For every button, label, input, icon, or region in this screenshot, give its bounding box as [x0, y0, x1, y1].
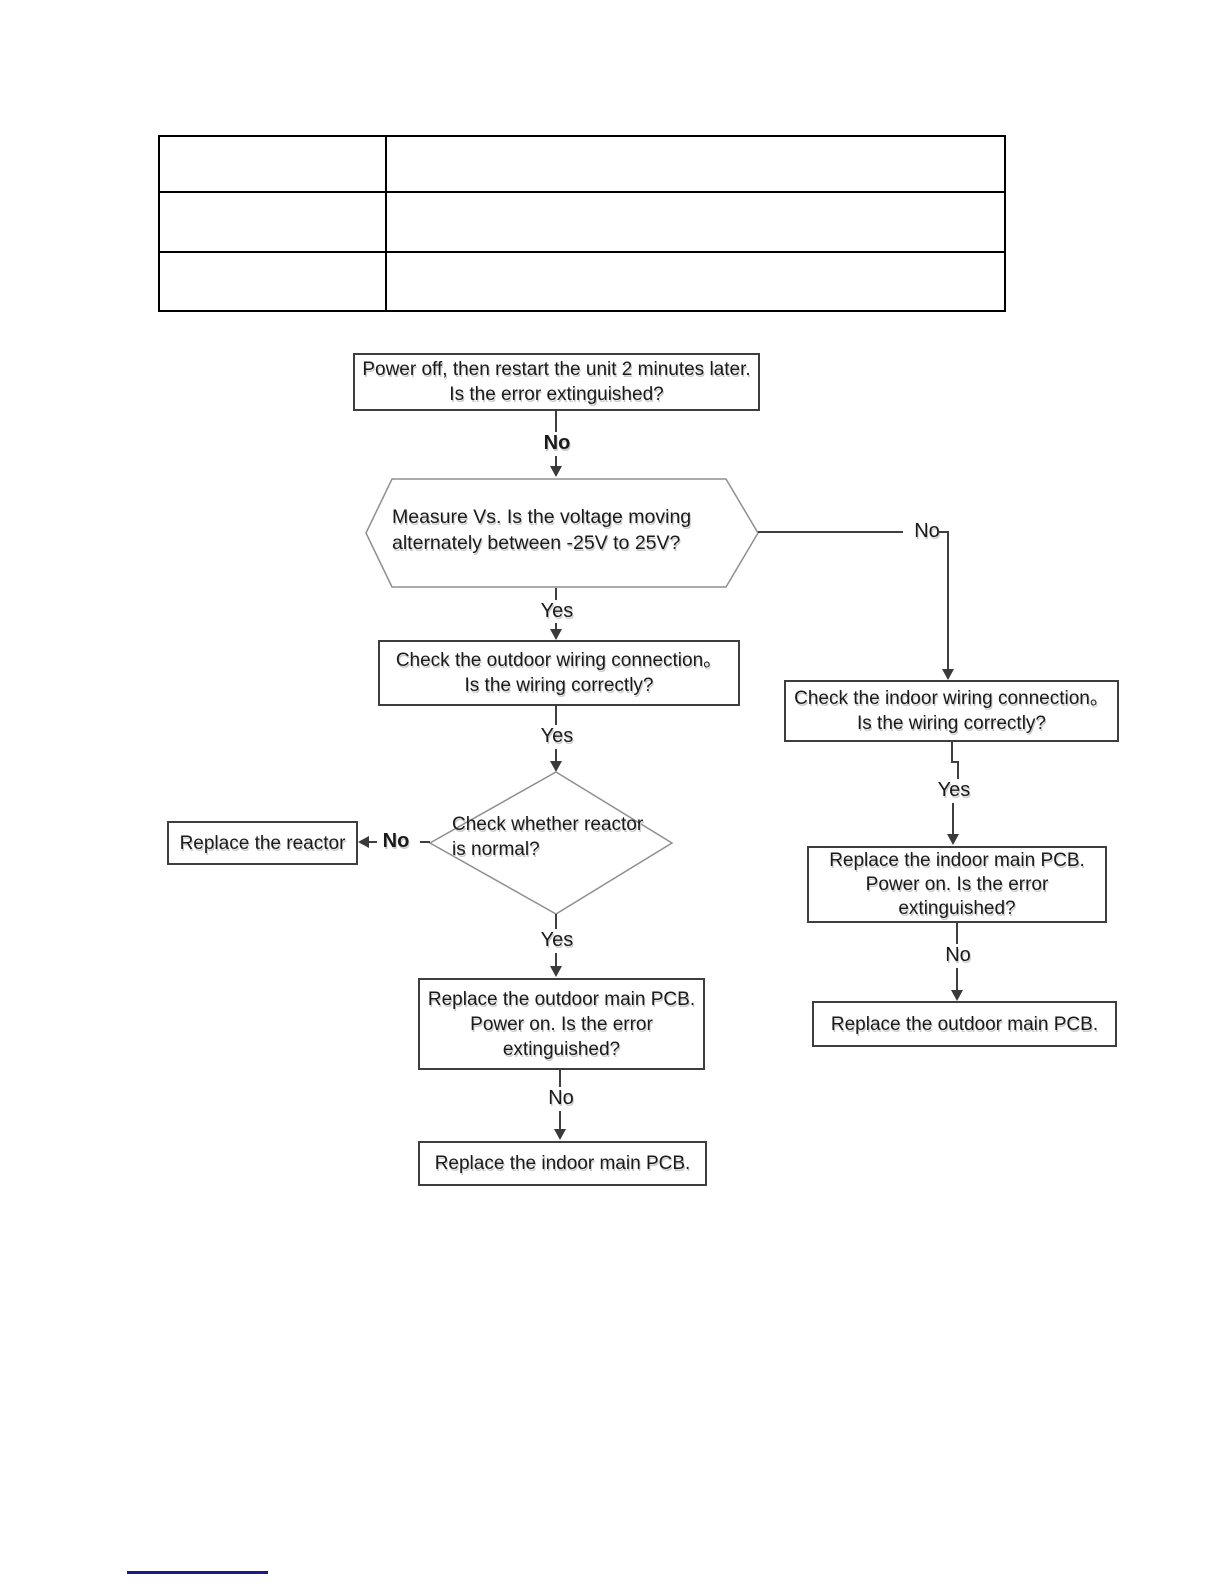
- node-text-line: Power off, then restart the unit 2 minut…: [362, 359, 751, 380]
- table-cell: [160, 253, 385, 310]
- node-check-outdoor-wiring: Check the outdoor wiring connection。 Is …: [378, 640, 740, 706]
- label-no-outdoor-pcb: No: [537, 1087, 585, 1110]
- arrowhead-left: [358, 836, 369, 848]
- node-text-line: Is the error extinguished?: [449, 384, 664, 405]
- table-cell: [160, 193, 385, 251]
- node-text-line: Check the indoor wiring connection。: [794, 688, 1109, 709]
- connector-line: [555, 914, 557, 930]
- table-row-divider: [160, 191, 1004, 193]
- arrowhead-down: [947, 834, 959, 845]
- connector-line: [957, 761, 959, 780]
- label-no-top: No: [533, 432, 581, 455]
- node-text-line: Replace the indoor main PCB.: [434, 1153, 691, 1174]
- arrowhead-down: [550, 629, 562, 640]
- label-no-right: No: [903, 520, 951, 543]
- label-no-indoor-pcb: No: [934, 944, 982, 967]
- label-yes-diamond: Yes: [533, 929, 581, 952]
- connector-line: [412, 841, 430, 843]
- table-column-divider: [385, 137, 387, 310]
- connector-line: [951, 742, 953, 763]
- node-text-line: Replace the indoor main PCB.: [829, 849, 1085, 871]
- arrowhead-down: [550, 761, 562, 772]
- connector-line: [367, 841, 377, 843]
- label-no-reactor: No: [372, 830, 420, 853]
- label-yes-indoor: Yes: [930, 779, 978, 802]
- arrowhead-down: [554, 1129, 566, 1140]
- node-power-off-restart: Power off, then restart the unit 2 minut…: [353, 353, 760, 411]
- table-cell: [160, 137, 385, 191]
- node-text-line: Power on. Is the error: [470, 1013, 653, 1035]
- connector-line: [555, 706, 557, 726]
- node-replace-outdoor-pcb-power-on: Replace the outdoor main PCB. Power on. …: [418, 978, 705, 1070]
- diamond-text: Check whether reactor is normal?: [452, 812, 643, 862]
- table-cell: [387, 193, 1004, 251]
- connector-line: [555, 456, 557, 467]
- table-cell: [387, 253, 1004, 310]
- label-yes-outdoor: Yes: [533, 725, 581, 748]
- node-text-line: is normal?: [452, 839, 540, 860]
- node-text-line: Measure Vs. Is the voltage moving: [392, 506, 692, 528]
- connector-line: [937, 531, 949, 533]
- connector-line: [555, 411, 557, 433]
- connector-line: [555, 749, 557, 762]
- node-check-indoor-wiring: Check the indoor wiring connection。 Is t…: [784, 680, 1119, 742]
- node-text-line: Replace the outdoor main PCB.: [427, 988, 696, 1010]
- node-text-line: Is the wiring correctly?: [464, 675, 654, 696]
- node-text-line: Replace the outdoor main PCB.: [830, 1013, 1099, 1035]
- arrowhead-down: [550, 966, 562, 977]
- node-text-line: extinguished?: [502, 1038, 621, 1060]
- node-text-line: extinguished?: [898, 897, 1016, 919]
- connector-line: [758, 531, 913, 533]
- node-text-line: Check whether reactor: [452, 814, 644, 835]
- connector-line: [559, 1111, 561, 1129]
- node-replace-reactor: Replace the reactor: [167, 821, 358, 865]
- connector-line: [947, 531, 949, 670]
- node-replace-outdoor-pcb-final: Replace the outdoor main PCB.: [812, 1001, 1117, 1047]
- connector-line: [555, 588, 557, 601]
- arrowhead-down: [550, 466, 562, 477]
- hexagon-decision-shape: [365, 478, 759, 588]
- connector-line: [559, 1070, 561, 1088]
- header-table: [158, 135, 1006, 312]
- connector-line: [956, 968, 958, 990]
- node-text-line: alternately between -25V to 25V?: [392, 532, 681, 554]
- node-replace-indoor-pcb-power-on: Replace the indoor main PCB. Power on. I…: [807, 846, 1107, 923]
- node-replace-indoor-pcb-final: Replace the indoor main PCB.: [418, 1141, 707, 1186]
- node-text-line: Replace the reactor: [179, 832, 346, 854]
- node-text-line: Is the wiring correctly?: [856, 713, 1046, 734]
- node-text-line: Power on. Is the error: [865, 873, 1049, 895]
- connector-line: [952, 803, 954, 835]
- node-text-line: Check the outdoor wiring connection。: [395, 650, 723, 671]
- footer-rule: [127, 1571, 268, 1574]
- arrowhead-down: [942, 669, 954, 680]
- hexagon-text: Measure Vs. Is the voltage moving altern…: [392, 504, 691, 556]
- connector-line: [555, 623, 557, 631]
- table-row-divider: [160, 251, 1004, 253]
- connector-line: [956, 923, 958, 945]
- label-yes-hex: Yes: [533, 600, 581, 623]
- arrowhead-down: [951, 990, 963, 1001]
- connector-line: [951, 761, 959, 763]
- connector-line: [555, 953, 557, 967]
- table-cell: [387, 137, 1004, 191]
